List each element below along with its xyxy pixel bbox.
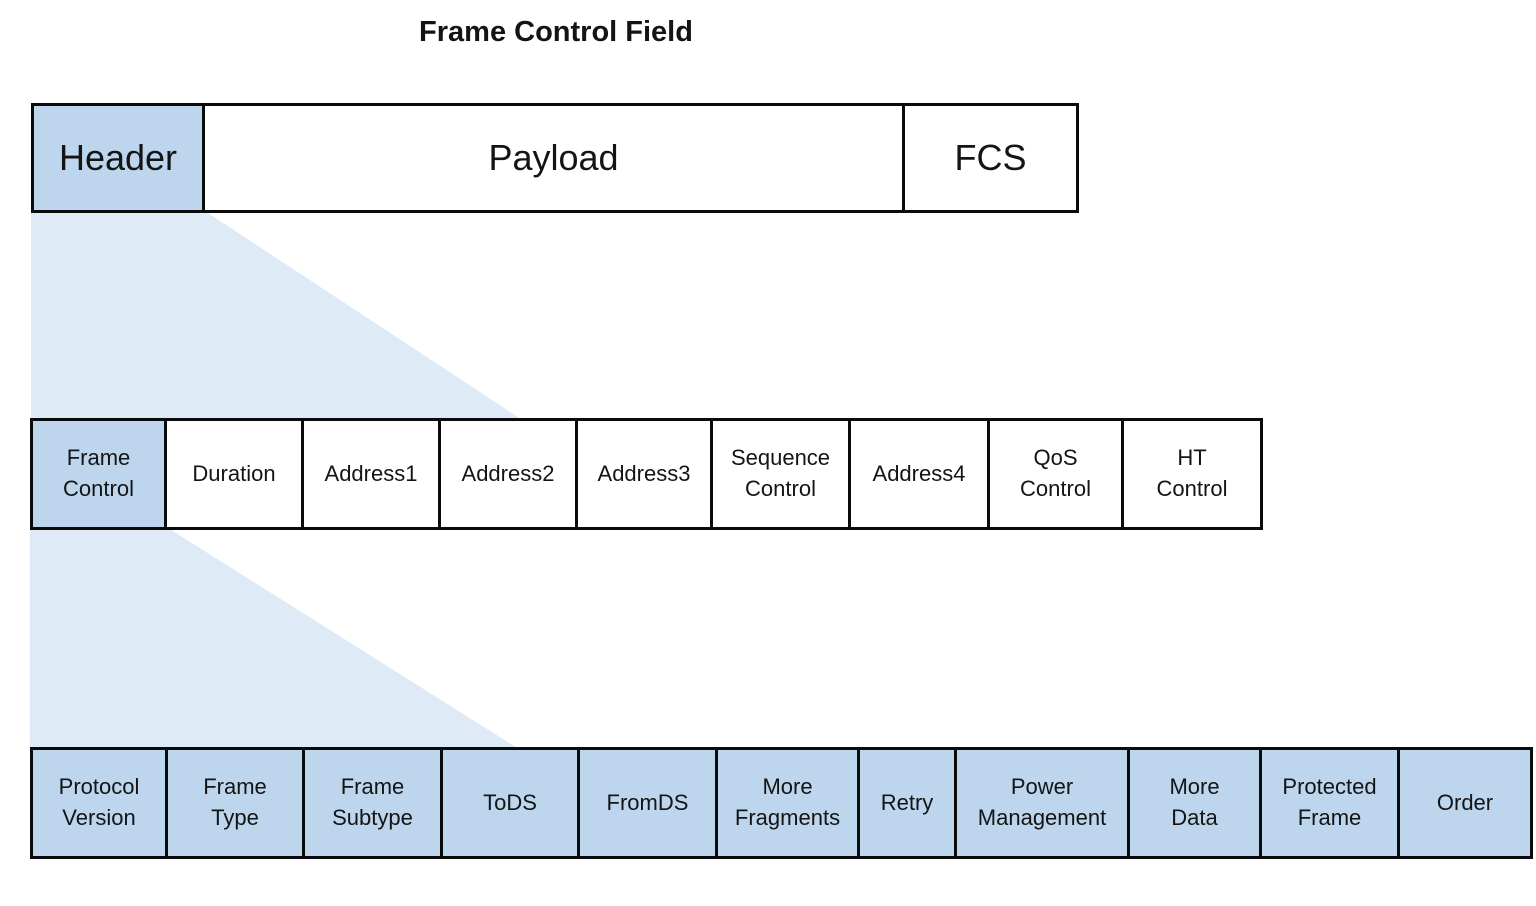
cell-sequence-control-label: Sequence Control (730, 445, 831, 501)
cell-frame-subtype-label: Frame Subtype (332, 774, 413, 830)
cell-fromds-label: FromDS (606, 789, 689, 815)
cell-retry-label: Retry (880, 789, 934, 815)
cell-frame-control-label: Frame Control (63, 445, 134, 501)
cell-protected-frame: Protected Frame (1262, 747, 1400, 859)
cell-address3-label: Address3 (597, 460, 691, 486)
mac-header-row: Frame Control Duration Address1 Address2… (30, 418, 1263, 530)
cell-order-label: Order (1436, 789, 1494, 815)
cell-qos-control: QoS Control (990, 418, 1124, 530)
cell-tods-label: ToDS (483, 789, 537, 815)
cell-protocol-version: Protocol Version (30, 747, 168, 859)
cell-more-fragments-label: More Fragments (734, 774, 841, 830)
cell-qos-control-label: QoS Control (1020, 445, 1091, 501)
cell-duration-label: Duration (192, 460, 276, 486)
cell-protocol-version-label: Protocol Version (58, 774, 140, 830)
cell-address4-label: Address4 (872, 460, 966, 486)
cell-frame-type: Frame Type (168, 747, 305, 859)
cell-frame-subtype: Frame Subtype (305, 747, 443, 859)
cell-more-fragments: More Fragments (718, 747, 860, 859)
cell-duration: Duration (167, 418, 304, 530)
cell-address2-label: Address2 (461, 460, 555, 486)
cell-tods: ToDS (443, 747, 580, 859)
cell-fcs: FCS (905, 103, 1079, 213)
frame-row: Header Payload FCS (31, 103, 1079, 213)
cell-address4: Address4 (851, 418, 990, 530)
cell-more-data-label: More Data (1169, 774, 1220, 830)
cell-address1: Address1 (304, 418, 441, 530)
cell-payload: Payload (205, 103, 905, 213)
diagram-title: Frame Control Field (419, 16, 693, 48)
cell-frame-control: Frame Control (30, 418, 167, 530)
cell-header-label: Header (58, 137, 178, 179)
cell-address3: Address3 (578, 418, 713, 530)
cell-address1-label: Address1 (324, 460, 418, 486)
cell-power-management-label: Power Management (977, 774, 1107, 830)
cell-sequence-control: Sequence Control (713, 418, 851, 530)
cell-fromds: FromDS (580, 747, 718, 859)
cell-address2: Address2 (441, 418, 578, 530)
cell-order: Order (1400, 747, 1533, 859)
connector-framecontrol-to-bits-shape (30, 528, 519, 749)
cell-header: Header (31, 103, 205, 213)
frame-control-bits-row: Protocol Version Frame Type Frame Subtyp… (30, 747, 1533, 859)
cell-frame-type-label: Frame Type (203, 774, 267, 830)
cell-fcs-label: FCS (954, 137, 1027, 179)
cell-ht-control-label: HT Control (1156, 445, 1228, 501)
cell-payload-label: Payload (488, 137, 619, 179)
cell-retry: Retry (860, 747, 957, 859)
cell-more-data: More Data (1130, 747, 1262, 859)
cell-power-management: Power Management (957, 747, 1130, 859)
connector-header-to-fields-shape (31, 211, 521, 419)
cell-protected-frame-label: Protected Frame (1282, 774, 1377, 830)
cell-ht-control: HT Control (1124, 418, 1263, 530)
